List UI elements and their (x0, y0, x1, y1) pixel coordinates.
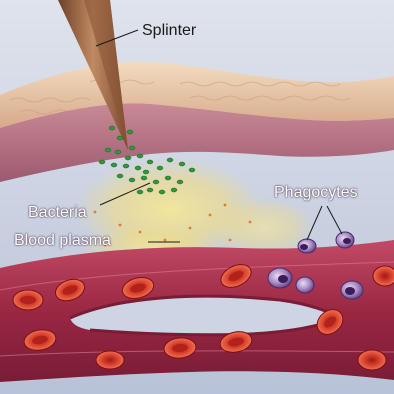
red-blood-cell-icon (373, 266, 394, 286)
phagocytes-label: Phagocytes (274, 184, 358, 202)
bacteria-label: Bacteria (28, 204, 87, 222)
phagocyte-icon (268, 268, 292, 288)
red-blood-cell-icon (358, 350, 386, 370)
phagocyte-icon (336, 232, 354, 248)
phagocyte-icon (296, 277, 314, 293)
red-blood-cell-icon (96, 351, 124, 369)
phagocyte-icon (341, 281, 363, 299)
blood-plasma-label: Blood plasma (14, 232, 111, 250)
phagocyte-icon (298, 239, 316, 253)
red-blood-cell-icon (13, 290, 43, 310)
splinter-label: Splinter (142, 22, 196, 40)
